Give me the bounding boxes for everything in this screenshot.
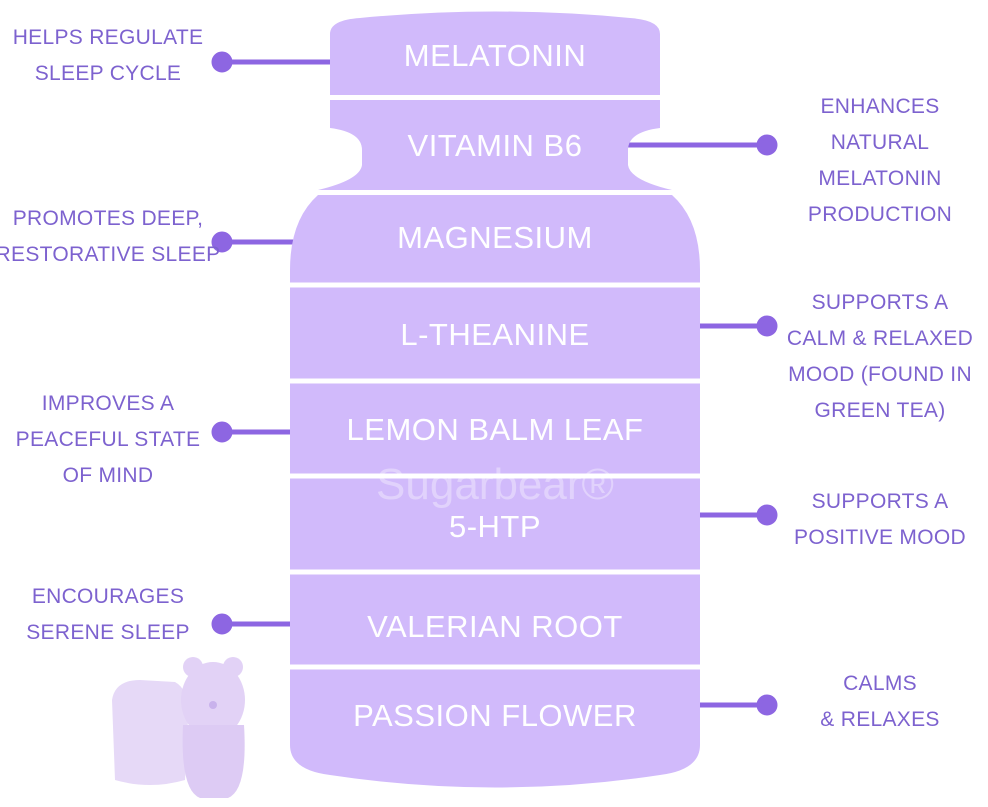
benefit-line: ENCOURAGES	[31, 585, 185, 608]
ingredient-passion-flower: PASSION FLOWER	[353, 698, 637, 733]
benefit-l-theanine: SUPPORTS A CALM & RELAXED MOOD (FOUND IN…	[760, 285, 988, 429]
benefit-magnesium: PROMOTES DEEP, RESTORATIVE SLEEP	[0, 201, 228, 273]
benefit-line: PEACEFUL STATE	[15, 428, 201, 451]
connector-dot	[756, 315, 778, 337]
connector-dot	[211, 231, 233, 253]
benefit-line: CALM & RELAXED	[786, 327, 974, 350]
bottle-body	[290, 195, 700, 788]
benefit-valerian-root: ENCOURAGES SERENE SLEEP	[0, 579, 228, 651]
benefit-line: PRODUCTION	[807, 203, 953, 226]
benefit-passion-flower: CALMS & RELAXES	[760, 666, 988, 738]
benefit-5-htp: SUPPORTS A POSITIVE MOOD	[760, 484, 988, 556]
benefit-line: PROMOTES DEEP,	[12, 207, 204, 230]
benefit-line: HELPS REGULATE	[12, 26, 204, 49]
benefit-line: NATURAL	[830, 131, 930, 154]
benefit-line: MELATONIN	[818, 167, 942, 190]
benefit-line: & RELAXES	[820, 708, 940, 731]
benefit-line: SLEEP CYCLE	[34, 62, 182, 85]
ingredient-melatonin: MELATONIN	[403, 38, 587, 73]
ingredient-l-theanine: L-THEANINE	[400, 317, 590, 352]
connector-dot	[756, 694, 778, 716]
benefit-line: GREEN TEA)	[814, 399, 946, 422]
ingredient-valerian-root: VALERIAN ROOT	[367, 609, 623, 644]
benefit-line: OF MIND	[62, 464, 154, 487]
benefit-melatonin: HELPS REGULATE SLEEP CYCLE	[0, 20, 228, 92]
ingredient-lemon-balm-leaf: LEMON BALM LEAF	[346, 412, 644, 447]
brand-watermark: Sugarbear®	[376, 460, 614, 509]
ingredient-5-htp: 5-HTP	[448, 509, 542, 544]
benefit-line: ENHANCES	[820, 95, 940, 118]
benefit-vitamin-b6: ENHANCES NATURAL MELATONIN PRODUCTION	[760, 89, 988, 233]
benefit-line: SERENE SLEEP	[26, 621, 190, 644]
benefit-line: CALMS	[843, 672, 917, 695]
connector-dot	[211, 421, 233, 443]
benefit-lemon-balm-leaf: IMPROVES A PEACEFUL STATE OF MIND	[0, 386, 228, 494]
gummy-bear-image	[112, 657, 245, 798]
bottle-neck	[318, 100, 672, 190]
connector-dot	[756, 504, 778, 526]
ingredient-vitamin-b6: VITAMIN B6	[407, 128, 583, 163]
benefit-line: IMPROVES A	[41, 392, 175, 415]
benefit-line: POSITIVE MOOD	[794, 526, 966, 549]
connector-dot	[756, 134, 778, 156]
benefit-line: MOOD (FOUND IN	[788, 363, 972, 386]
benefit-line: SUPPORTS A	[811, 291, 949, 314]
connector-dot	[211, 51, 233, 73]
bottle-cap	[330, 11, 660, 95]
benefit-line: SUPPORTS A	[811, 490, 949, 513]
ingredient-magnesium: MAGNESIUM	[397, 220, 593, 255]
benefit-line: RESTORATIVE SLEEP	[0, 243, 221, 266]
connector-dot	[211, 613, 233, 635]
